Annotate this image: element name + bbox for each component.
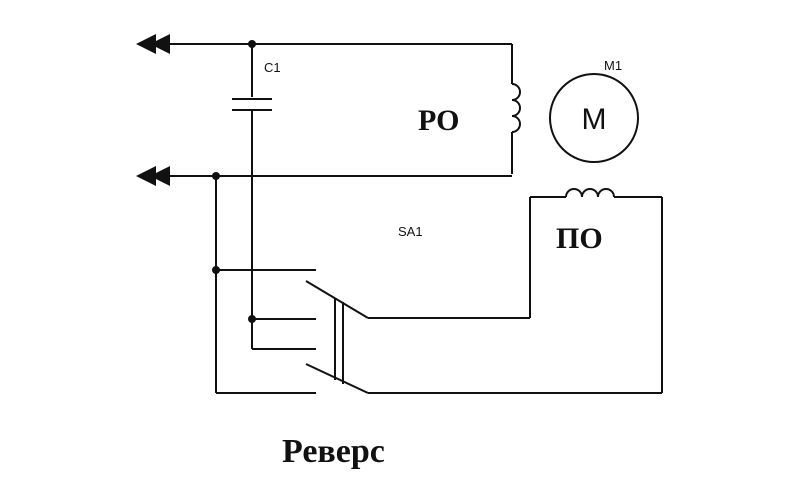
switch-label: SA1	[398, 224, 423, 239]
motor-symbol: M	[582, 103, 607, 136]
working-winding-label: РО	[418, 104, 459, 137]
working-winding-circuit	[511, 44, 521, 174]
start-winding-circuit	[529, 188, 663, 393]
capacitor-c1	[232, 40, 316, 350]
motor-label: M1	[604, 58, 622, 73]
left-feed	[212, 172, 316, 394]
supply-line-top	[136, 34, 512, 54]
terminal-arrow-top	[136, 34, 156, 54]
working-winding-coil	[511, 83, 521, 133]
supply-line-bottom	[136, 166, 512, 186]
start-winding-coil	[565, 188, 615, 198]
terminal-arrow-bottom	[136, 166, 156, 186]
switch-sa1	[305, 280, 662, 394]
motor-m1: M	[549, 73, 639, 163]
capacitor-label: C1	[264, 60, 281, 75]
diagram-caption: Реверс	[282, 433, 385, 470]
start-winding-label: ПО	[556, 222, 603, 255]
